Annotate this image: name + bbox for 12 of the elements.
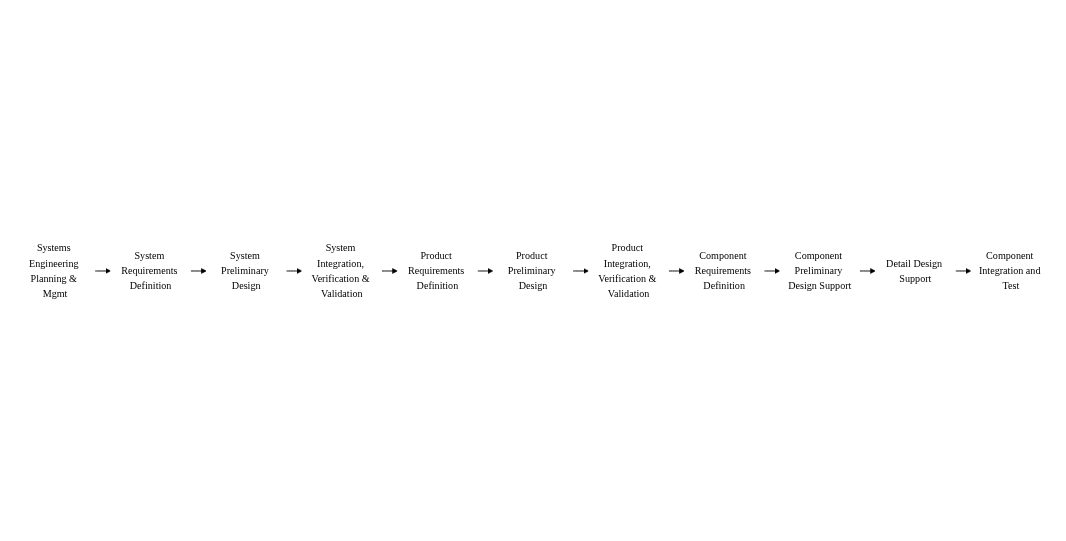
node-text: Product Integration, Verification & Validation	[598, 242, 657, 299]
node-text: Product Preliminary Design	[507, 249, 556, 291]
node-text: Systems Engineering Planning & Mgmt	[29, 242, 79, 299]
node-text: Component Requirements Definition	[694, 249, 752, 291]
flowchart: Systems Engineering Planning & Mgmt System Requirements Definition System Preliminary Design Product Preliminary Design Product Requirements Definition System Integration, Verification & Validation Product Integration, Verification & Validation Component Requirements Definition Component Preliminary Design Support Component Integration and Test Detail Design Support	[10, 232, 1056, 309]
node-text: Product Requirements Definition	[408, 249, 465, 291]
node-text: System Preliminary Design	[221, 249, 269, 291]
node-text: Detail Design Support	[886, 257, 943, 284]
node-text: System Requirements Definition	[121, 249, 178, 291]
node-text: Component Integration and Test	[978, 249, 1041, 291]
node-text: Component Preliminary Design Support	[788, 249, 852, 291]
node-text: System Integration, Verification & Validation	[311, 242, 370, 299]
